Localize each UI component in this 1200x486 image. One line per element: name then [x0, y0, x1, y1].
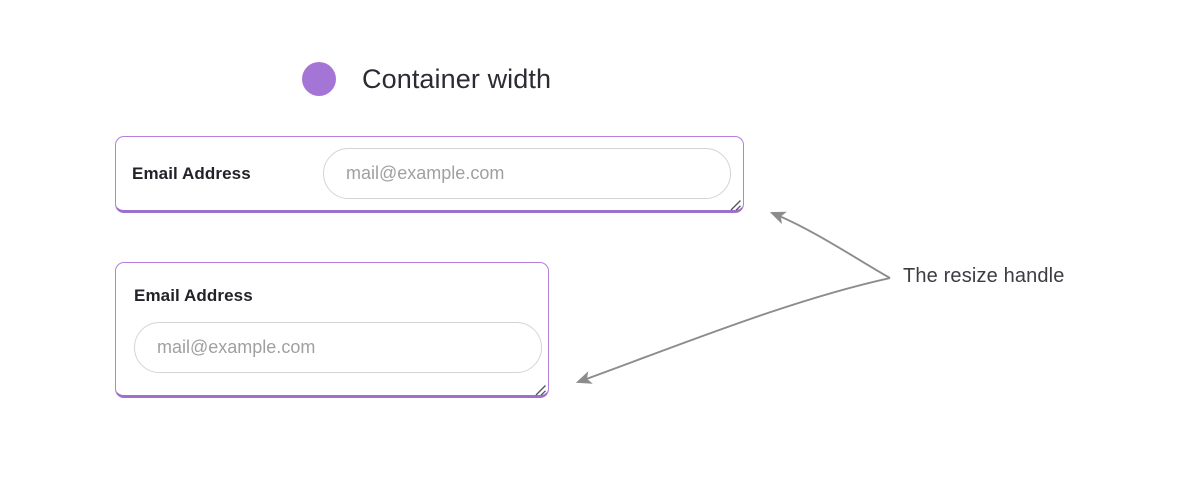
email-label: Email Address	[132, 163, 251, 183]
resizable-container-stacked[interactable]: Email Address	[115, 262, 549, 398]
heading-group: Container width	[302, 62, 551, 96]
email-label: Email Address	[134, 285, 253, 305]
email-field[interactable]	[134, 321, 542, 373]
resize-handle-icon[interactable]	[532, 382, 548, 398]
page-title: Container width	[362, 64, 552, 94]
annotation-label: The resize handle	[903, 265, 1065, 287]
email-field[interactable]	[323, 148, 731, 199]
resize-handle-icon[interactable]	[727, 197, 743, 213]
resizable-container-inline[interactable]: Email Address	[115, 136, 744, 213]
bullet-dot-icon	[302, 62, 336, 96]
